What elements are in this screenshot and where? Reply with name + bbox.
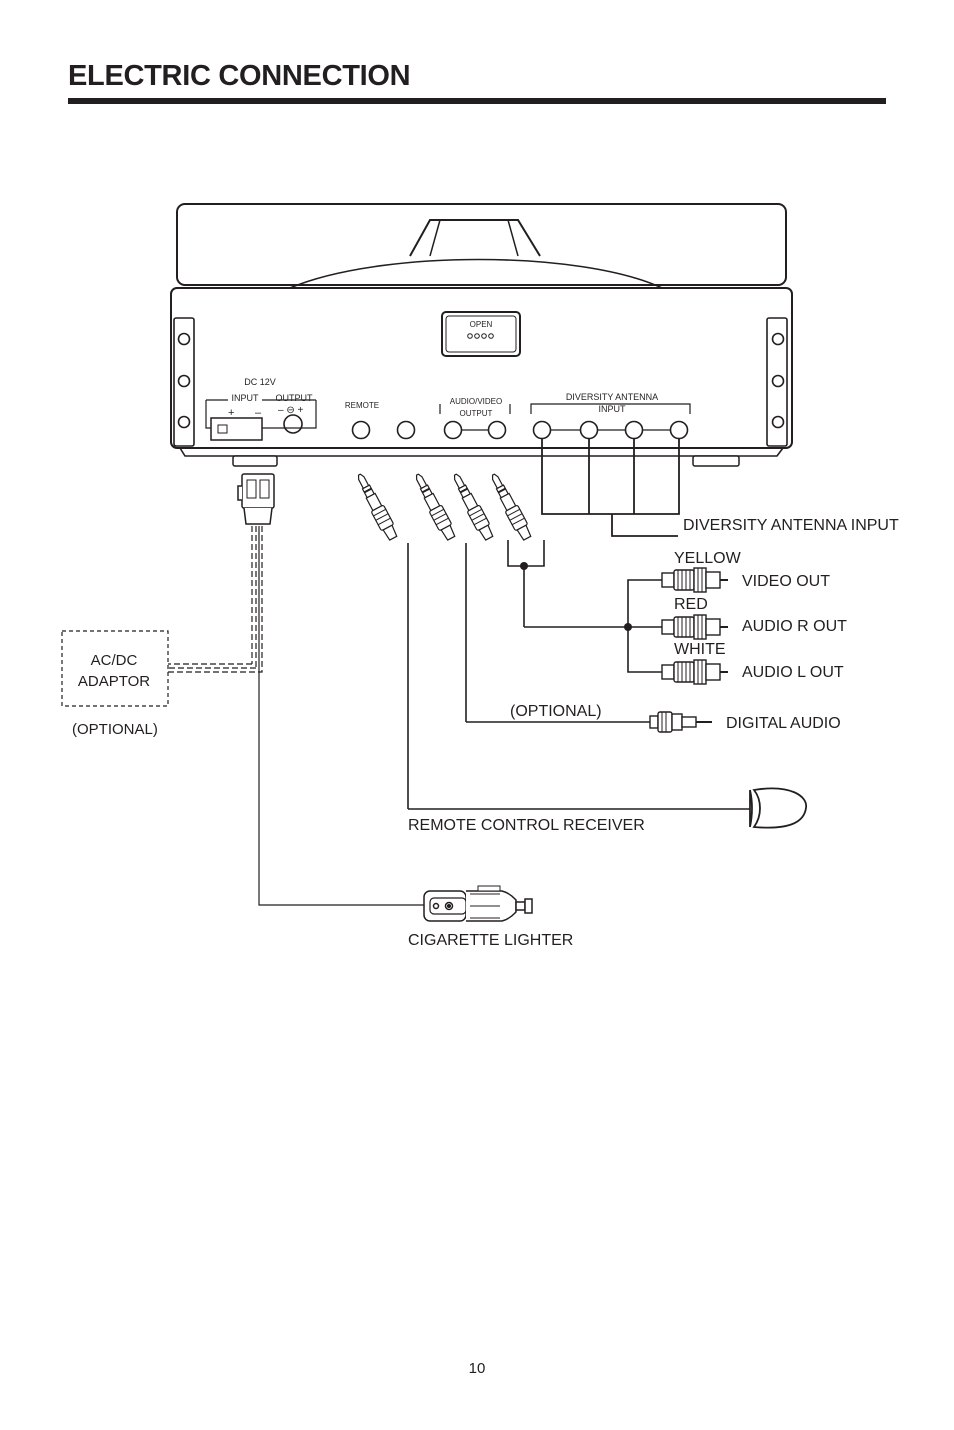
polarity-symbol: – ⊖ + [278, 405, 303, 416]
av-label-2: OUTPUT [460, 409, 493, 418]
av-cables [407, 540, 750, 810]
cigarette-lighter-label: CIGARETTE LIGHTER [408, 932, 573, 949]
remote-label: REMOTE [345, 401, 379, 410]
acdc-label-1: AC/DC [91, 652, 138, 669]
title-rule [68, 98, 886, 104]
page-title: ELECTRIC CONNECTION [68, 60, 411, 92]
audio-r-out-label: AUDIO R OUT [742, 618, 847, 635]
av-junction-dot [520, 562, 528, 570]
acdc-adaptor-box [61, 630, 169, 707]
minus-sign: – [255, 407, 262, 419]
video-out-label: VIDEO OUT [742, 573, 830, 590]
open-label: OPEN [470, 320, 493, 329]
rca-plug-red [661, 614, 729, 640]
diversity-antenna-input-label: DIVERSITY ANTENNA INPUT [683, 517, 899, 534]
white-label: WHITE [674, 641, 726, 658]
dc-output-label: OUTPUT [276, 393, 314, 403]
digital-audio-label: DIGITAL AUDIO [726, 715, 841, 732]
remote-receiver [749, 787, 807, 829]
optional-digital-label: (OPTIONAL) [510, 703, 602, 720]
red-label: RED [674, 596, 708, 613]
av-label-1: AUDIO/VIDEO [450, 397, 502, 406]
rca-plug-yellow [661, 567, 729, 593]
antenna-label-1: DIVERSITY ANTENNA [566, 392, 658, 402]
cigarette-lighter-plug [423, 885, 533, 922]
acdc-label-2: ADAPTOR [78, 673, 150, 690]
plus-sign: + [228, 407, 234, 419]
page-number: 10 [468, 1360, 486, 1377]
dc-connector [237, 473, 275, 525]
cigarette-cable [258, 526, 425, 906]
av-splitter-dot [624, 623, 632, 631]
jack-plugs [352, 470, 535, 543]
dc-label: DC 12V [244, 377, 276, 387]
audio-l-out-label: AUDIO L OUT [742, 664, 844, 681]
adaptor-cable [168, 526, 263, 673]
antenna-leads [541, 439, 680, 537]
dc-input-label: INPUT [232, 393, 260, 403]
yellow-label: YELLOW [674, 550, 742, 567]
rca-plug-white [661, 659, 729, 685]
optional-adaptor-label: (OPTIONAL) [72, 721, 158, 738]
antenna-label-2: INPUT [599, 404, 627, 414]
digital-audio-plug [649, 711, 712, 733]
dvd-unit [170, 203, 793, 467]
remote-control-receiver-label: REMOTE CONTROL RECEIVER [408, 817, 645, 834]
